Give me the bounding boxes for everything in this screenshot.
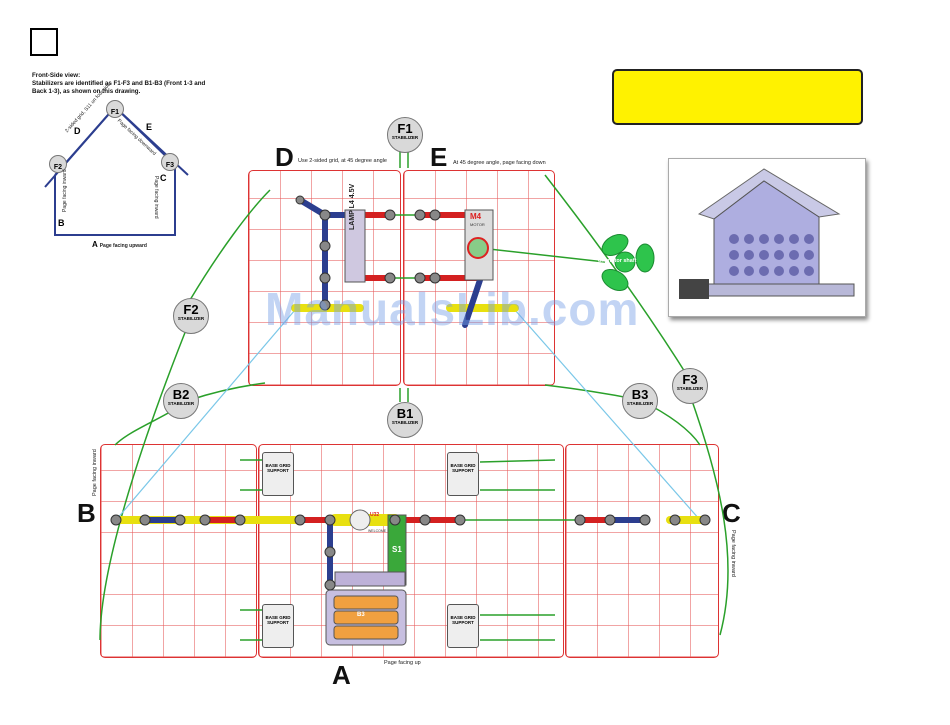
base-grid-support: BASE GRID SUPPORT — [447, 604, 479, 648]
welcome-label: WELCOME — [368, 529, 386, 533]
base-grid-support: BASE GRID SUPPORT — [262, 604, 294, 648]
motor-label: M4 — [470, 212, 481, 221]
watermark: ManualsLib.com — [265, 282, 639, 336]
battery-label: B3 — [357, 612, 365, 618]
lamp-label: LAMP L4 4.5V — [349, 170, 356, 230]
base-grid-support: BASE GRID SUPPORT — [447, 452, 479, 496]
motor-sub-label: MOTOR — [470, 222, 485, 227]
u32-label: U32 — [370, 512, 379, 518]
base-grid-support: BASE GRID SUPPORT — [262, 452, 294, 496]
fan-label: on motor shaft — [598, 258, 637, 264]
switch-label: S1 — [392, 545, 402, 554]
